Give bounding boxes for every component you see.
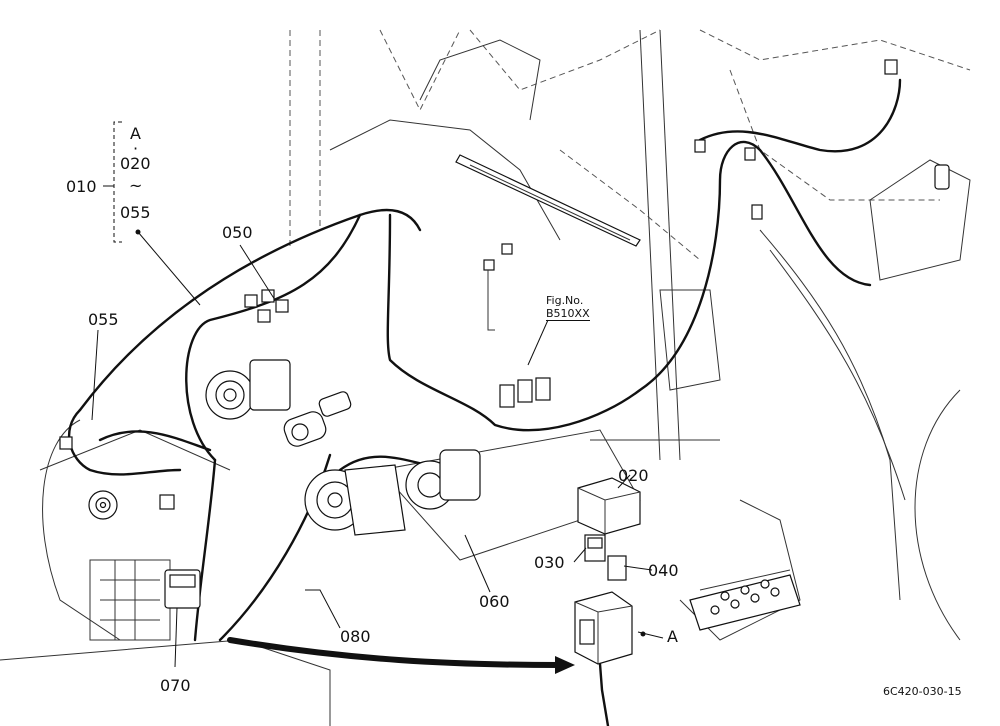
starter-motor <box>283 391 352 447</box>
alternator <box>304 449 481 536</box>
step-plate <box>689 574 801 631</box>
group-ref-tilde: ~ <box>129 176 143 195</box>
wiper-blade <box>455 154 641 247</box>
drawing-code: 6C420-030-15 <box>883 685 962 698</box>
relay-box-070 <box>164 569 201 609</box>
group-ref-a: A <box>130 124 141 143</box>
fig-no-caption: Fig.No. <box>546 294 584 307</box>
fuse-relay-assembly <box>574 477 641 726</box>
front-lamp <box>59 436 175 520</box>
label-010: 010 <box>66 177 97 196</box>
group-ref-020: 020 <box>120 154 151 173</box>
group-ref-dot: · <box>133 139 139 158</box>
label-050: 050 <box>222 223 253 242</box>
harness-connectors <box>483 59 950 408</box>
compressor-050 <box>205 289 291 420</box>
detail-arrow <box>227 637 575 674</box>
label-080: 080 <box>340 627 371 646</box>
leader-lines <box>91 229 664 668</box>
label-055: 055 <box>88 310 119 329</box>
group-ref-055: 055 <box>120 203 151 222</box>
group-bracket <box>103 121 122 243</box>
label-060: 060 <box>479 592 510 611</box>
label-030: 030 <box>534 553 565 572</box>
tractor-body-outline <box>0 29 971 726</box>
label-040: 040 <box>648 561 679 580</box>
main-wiring-harness <box>67 78 902 642</box>
label-070: 070 <box>160 676 191 695</box>
label-020: 020 <box>618 466 649 485</box>
label-a: A <box>667 627 678 646</box>
fig-no-value: B510XX <box>546 307 590 321</box>
